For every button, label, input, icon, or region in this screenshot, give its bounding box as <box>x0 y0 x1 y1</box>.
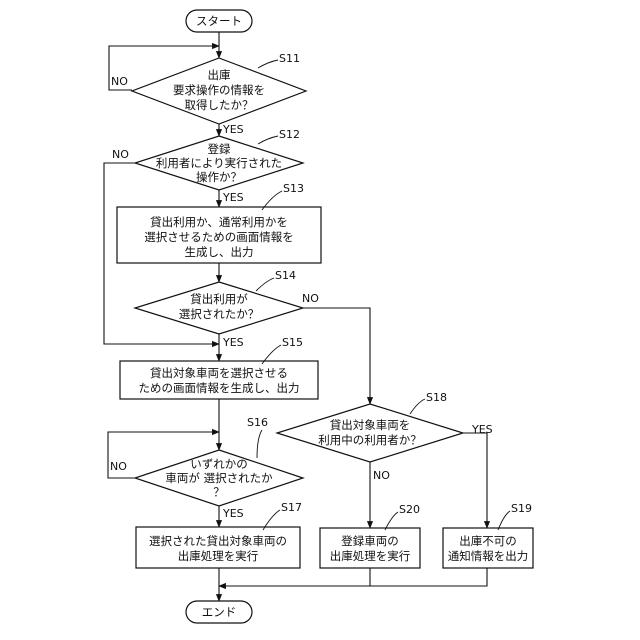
s12-leader <box>258 136 278 144</box>
s11-line-2: 要求操作の情報を <box>173 83 265 97</box>
s19-leader <box>498 511 510 530</box>
edge-s20-merge <box>219 568 370 586</box>
s18-step-label: S18 <box>426 391 447 404</box>
s17-line-2: 出庫処理を実行 <box>178 549 259 563</box>
s16-step-label: S16 <box>247 416 268 429</box>
s14-no-label: NO <box>302 292 319 305</box>
process-s19: 出庫不可の 通知情報を出力 S19 <box>443 502 533 568</box>
s13-line-1: 貸出利用か、通常利用かを <box>150 215 288 229</box>
s20-line-2: 出庫処理を実行 <box>330 549 411 563</box>
edge-s18-yes <box>463 433 487 528</box>
s16-line-1: いずれかの <box>190 457 248 471</box>
s13-step-label: S13 <box>283 182 304 195</box>
s15-line-2: ための画面情報を生成し、出力 <box>139 381 300 395</box>
s14-step-label: S14 <box>275 269 296 282</box>
s17-line-1: 選択された貸出対象車両の <box>149 534 287 548</box>
start-terminal: スタート <box>186 10 252 32</box>
s20-leader <box>385 512 398 530</box>
end-text: エンド <box>202 605 237 619</box>
decision-s11: 出庫 要求操作の情報を 取得したか？ S11 NO YES <box>111 52 306 136</box>
s19-line-1: 出庫不可の <box>459 534 517 548</box>
s14-line-2: 選択されたか？ <box>179 307 260 321</box>
s12-line-3: 操作か？ <box>196 170 242 184</box>
s11-line-1: 出庫 <box>208 68 231 82</box>
s18-yes-label: YES <box>471 423 493 436</box>
s18-line-1: 貸出対象車両を <box>330 418 411 432</box>
s16-leader <box>257 430 262 458</box>
s20-line-1: 登録車両の <box>341 534 399 548</box>
s20-step-label: S20 <box>399 503 420 516</box>
s18-no-label: NO <box>373 469 390 482</box>
s11-leader <box>258 60 278 68</box>
s12-no-label: NO <box>112 148 129 161</box>
s16-no-label: NO <box>110 460 127 473</box>
s16-yes-label: YES <box>222 507 244 520</box>
s14-yes-label: YES <box>222 336 244 349</box>
s12-step-label: S12 <box>279 128 300 141</box>
s11-yes-label: YES <box>222 123 244 136</box>
s11-step-label: S11 <box>279 52 300 65</box>
start-text: スタート <box>196 14 242 28</box>
s15-step-label: S15 <box>282 336 303 349</box>
s14-leader <box>256 278 274 291</box>
s11-line-3: 取得したか？ <box>185 98 254 112</box>
s18-line-2: 利用中の利用者か？ <box>318 433 422 447</box>
s13-line-3: 生成し、出力 <box>185 245 254 259</box>
edge-s19-merge <box>370 568 487 586</box>
s12-yes-label: YES <box>222 191 244 204</box>
s18-leader <box>410 399 425 414</box>
s11-no-label: NO <box>111 75 128 88</box>
s15-line-1: 貸出対象車両を選択させる <box>150 366 288 380</box>
s14-line-1: 貸出利用が <box>190 292 248 306</box>
s16-line-3: ？ <box>213 485 225 499</box>
s17-step-label: S17 <box>281 501 302 514</box>
decision-s12: 登録 利用者により実行された 操作か？ S12 NO YES <box>112 128 303 204</box>
s16-line-2: 車両が 選択されたか <box>165 471 273 485</box>
s12-line-1: 登録 <box>208 142 231 156</box>
s12-line-2: 利用者により実行された <box>156 156 282 170</box>
s19-step-label: S19 <box>511 502 532 515</box>
s19-line-2: 通知情報を出力 <box>448 549 529 563</box>
end-terminal: エンド <box>186 601 252 623</box>
s13-line-2: 選択させるための画面情報を <box>144 230 294 244</box>
decision-s18: 貸出対象車両を 利用中の利用者か？ S18 NO YES <box>277 391 493 482</box>
